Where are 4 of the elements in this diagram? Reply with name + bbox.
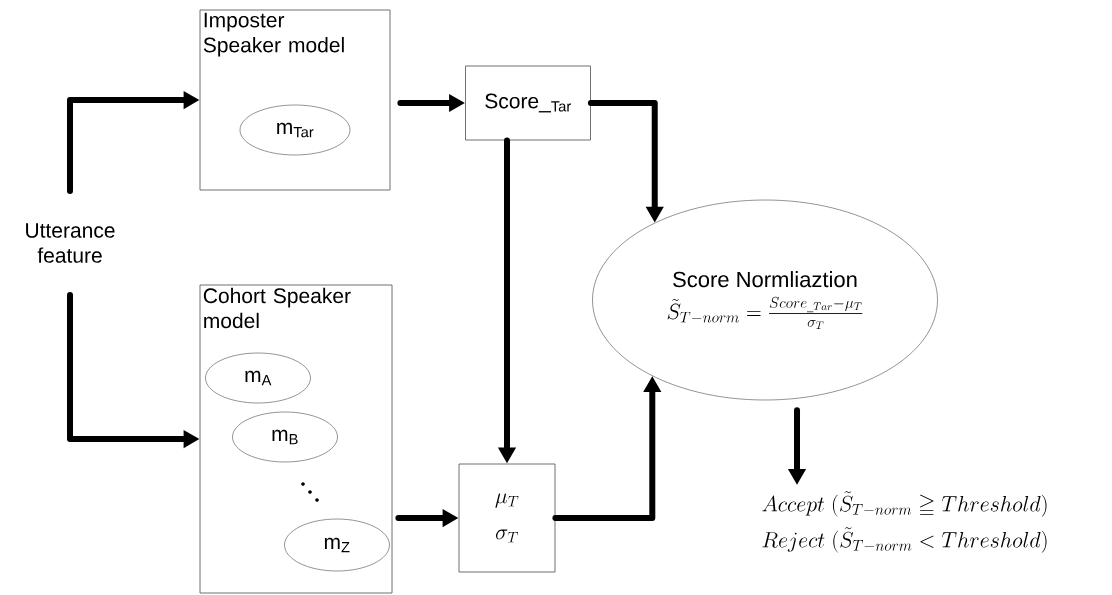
decision-text: $Accept\ (\tilde{S}_{T-norm} \geqq Threshold)$ $Reject\ (\tilde{S}_{T-norm} < Threshold)$: [762, 491, 1047, 553]
process-box: Score_$_{Tar}$: [465, 65, 591, 141]
text-label: Utterance feature: [26, 223, 115, 263]
process-box: $\mu_T$ $\sigma_T$: [458, 463, 556, 573]
